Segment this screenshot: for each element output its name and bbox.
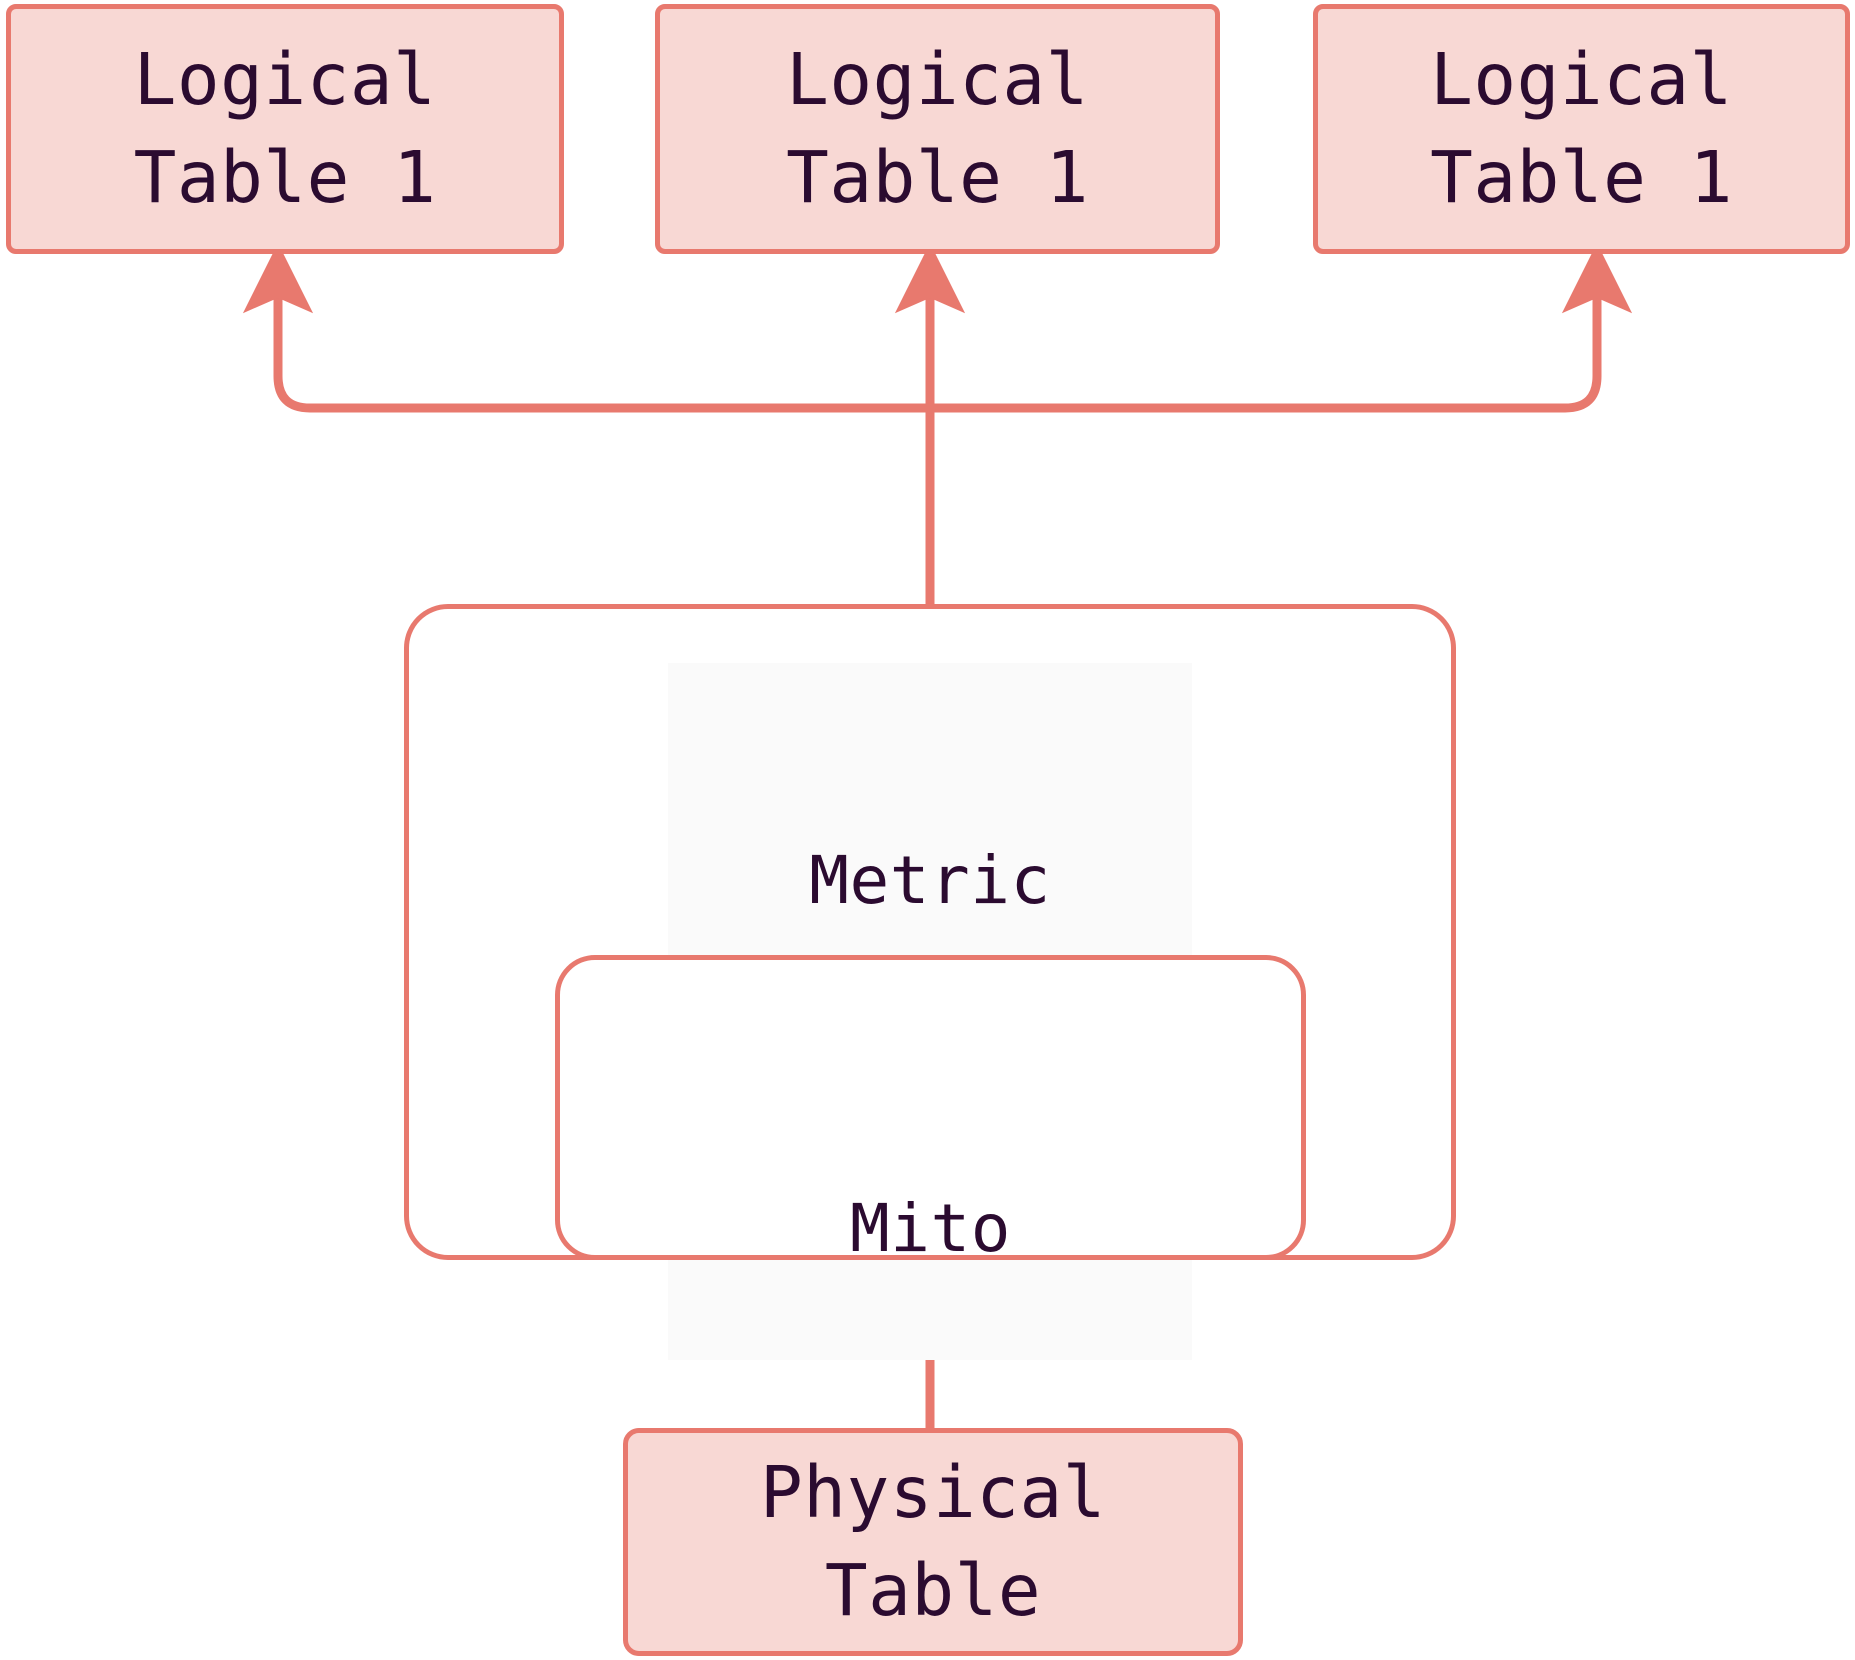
logical-table-left-line2: Table 1 [133, 136, 437, 219]
logical-table-center-line2: Table 1 [786, 136, 1089, 219]
mito-region-engine-line1: Mito [850, 1189, 1011, 1267]
edge-metric-to-logical-left [242, 243, 930, 413]
node-logical-table-center[interactable]: Logical Table 1 [655, 4, 1220, 254]
metric-region-engine-line1: Metric [809, 842, 1051, 920]
node-logical-table-right[interactable]: Logical Table 1 [1313, 4, 1850, 254]
edge-metric-to-logical-right [930, 243, 1633, 413]
logical-table-right-line1: Logical [1430, 38, 1733, 122]
logical-table-left-line1: Logical [133, 38, 437, 122]
logical-table-center-line1: Logical [786, 38, 1089, 122]
node-mito-region-engine[interactable]: Mito Region Engine [555, 955, 1306, 1532]
physical-table-line1: Physical [760, 1451, 1106, 1535]
node-physical-table[interactable]: Physical Table [623, 1428, 1243, 1656]
node-logical-table-left[interactable]: Logical Table 1 [6, 4, 564, 254]
logical-table-right-line2: Table 1 [1430, 136, 1733, 219]
physical-table-line2: Table [824, 1549, 1042, 1632]
